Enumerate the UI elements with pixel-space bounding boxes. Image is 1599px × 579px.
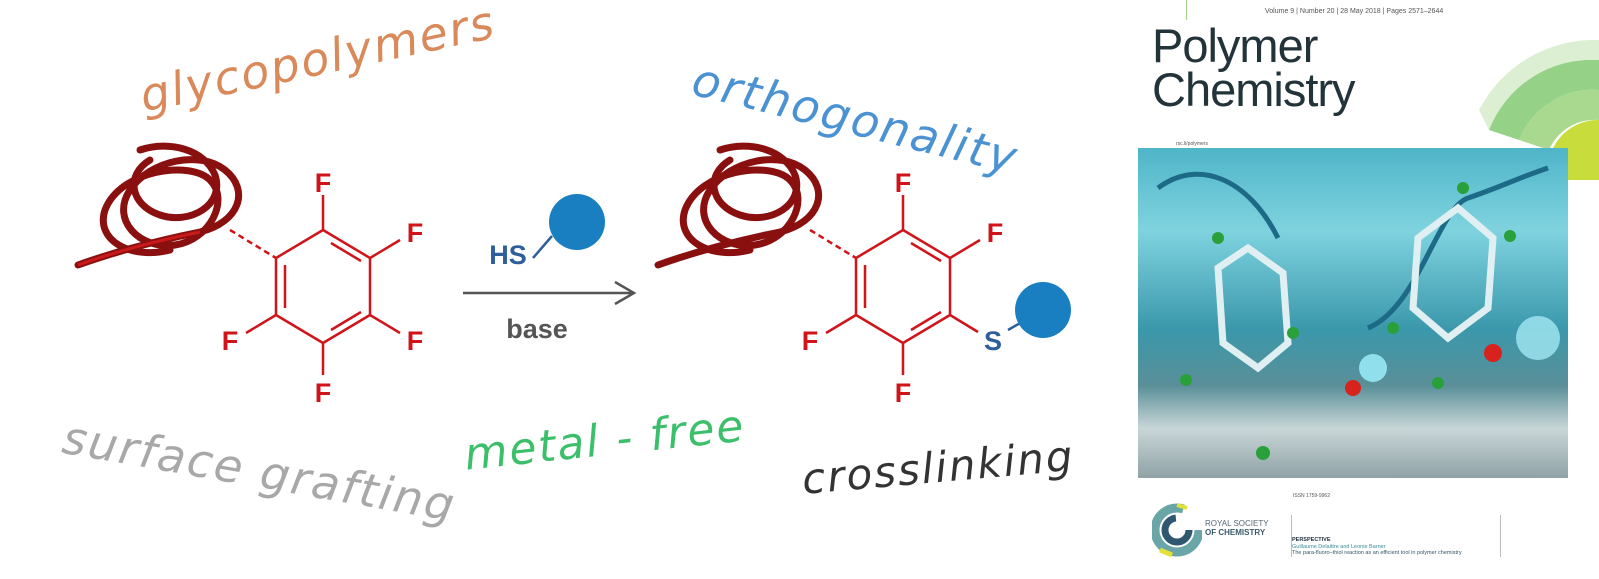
reaction-arrow	[463, 280, 637, 306]
reaction-scheme: F F F F F HS base F F F F S	[74, 142, 1071, 408]
molecule-illustration	[1156, 165, 1560, 460]
fluorine-label: F	[222, 326, 239, 356]
article-type: PERSPECTIVE	[1292, 537, 1331, 543]
cover-issue-info: Volume 9 | Number 20 | 28 May 2018 | Pag…	[1265, 8, 1444, 15]
fluorine-label: F	[315, 378, 332, 408]
title-line: Polymer	[1152, 19, 1318, 72]
publisher-line: OF CHEMISTRY	[1205, 528, 1266, 537]
cover-artwork	[1138, 148, 1568, 478]
sulfur-label: S	[984, 326, 1002, 356]
fluorine-label: F	[802, 326, 819, 356]
cover-url: rsc.li/polymers	[1176, 141, 1208, 147]
featured-article: PERSPECTIVE Guillaume Delaittre and Leon…	[1292, 537, 1462, 557]
fluorine-label: F	[987, 218, 1004, 248]
fluorine-label: F	[407, 218, 424, 248]
article-title: The para-fluoro–thiol reaction as an eff…	[1292, 550, 1462, 556]
fluorine-label: F	[895, 168, 912, 198]
title-line: Chemistry	[1152, 63, 1356, 116]
polymer-coil-left	[74, 142, 243, 269]
polymer-coil-right	[654, 142, 823, 269]
conjugated-sphere	[1015, 282, 1071, 338]
publisher-line: ROYAL SOCIETY	[1205, 519, 1269, 528]
fluorine-label: F	[315, 168, 332, 198]
article-authors: Guillaume Delaittre and Leonie Barner	[1292, 543, 1386, 550]
tetrafluorophenyl-ring	[825, 195, 981, 375]
pentafluorophenyl-ring	[245, 195, 401, 375]
fluorine-label: F	[407, 326, 424, 356]
dashed-bond	[229, 228, 277, 260]
dashed-bond	[809, 228, 857, 260]
conditions-label: base	[506, 314, 568, 344]
rsc-logo-icon	[1152, 503, 1202, 558]
thiol-sphere	[549, 194, 605, 250]
fluorine-label: F	[895, 378, 912, 408]
reagent-thiol-label: HS	[489, 240, 527, 270]
cover-issn: ISSN 1759-9962	[1293, 493, 1330, 499]
